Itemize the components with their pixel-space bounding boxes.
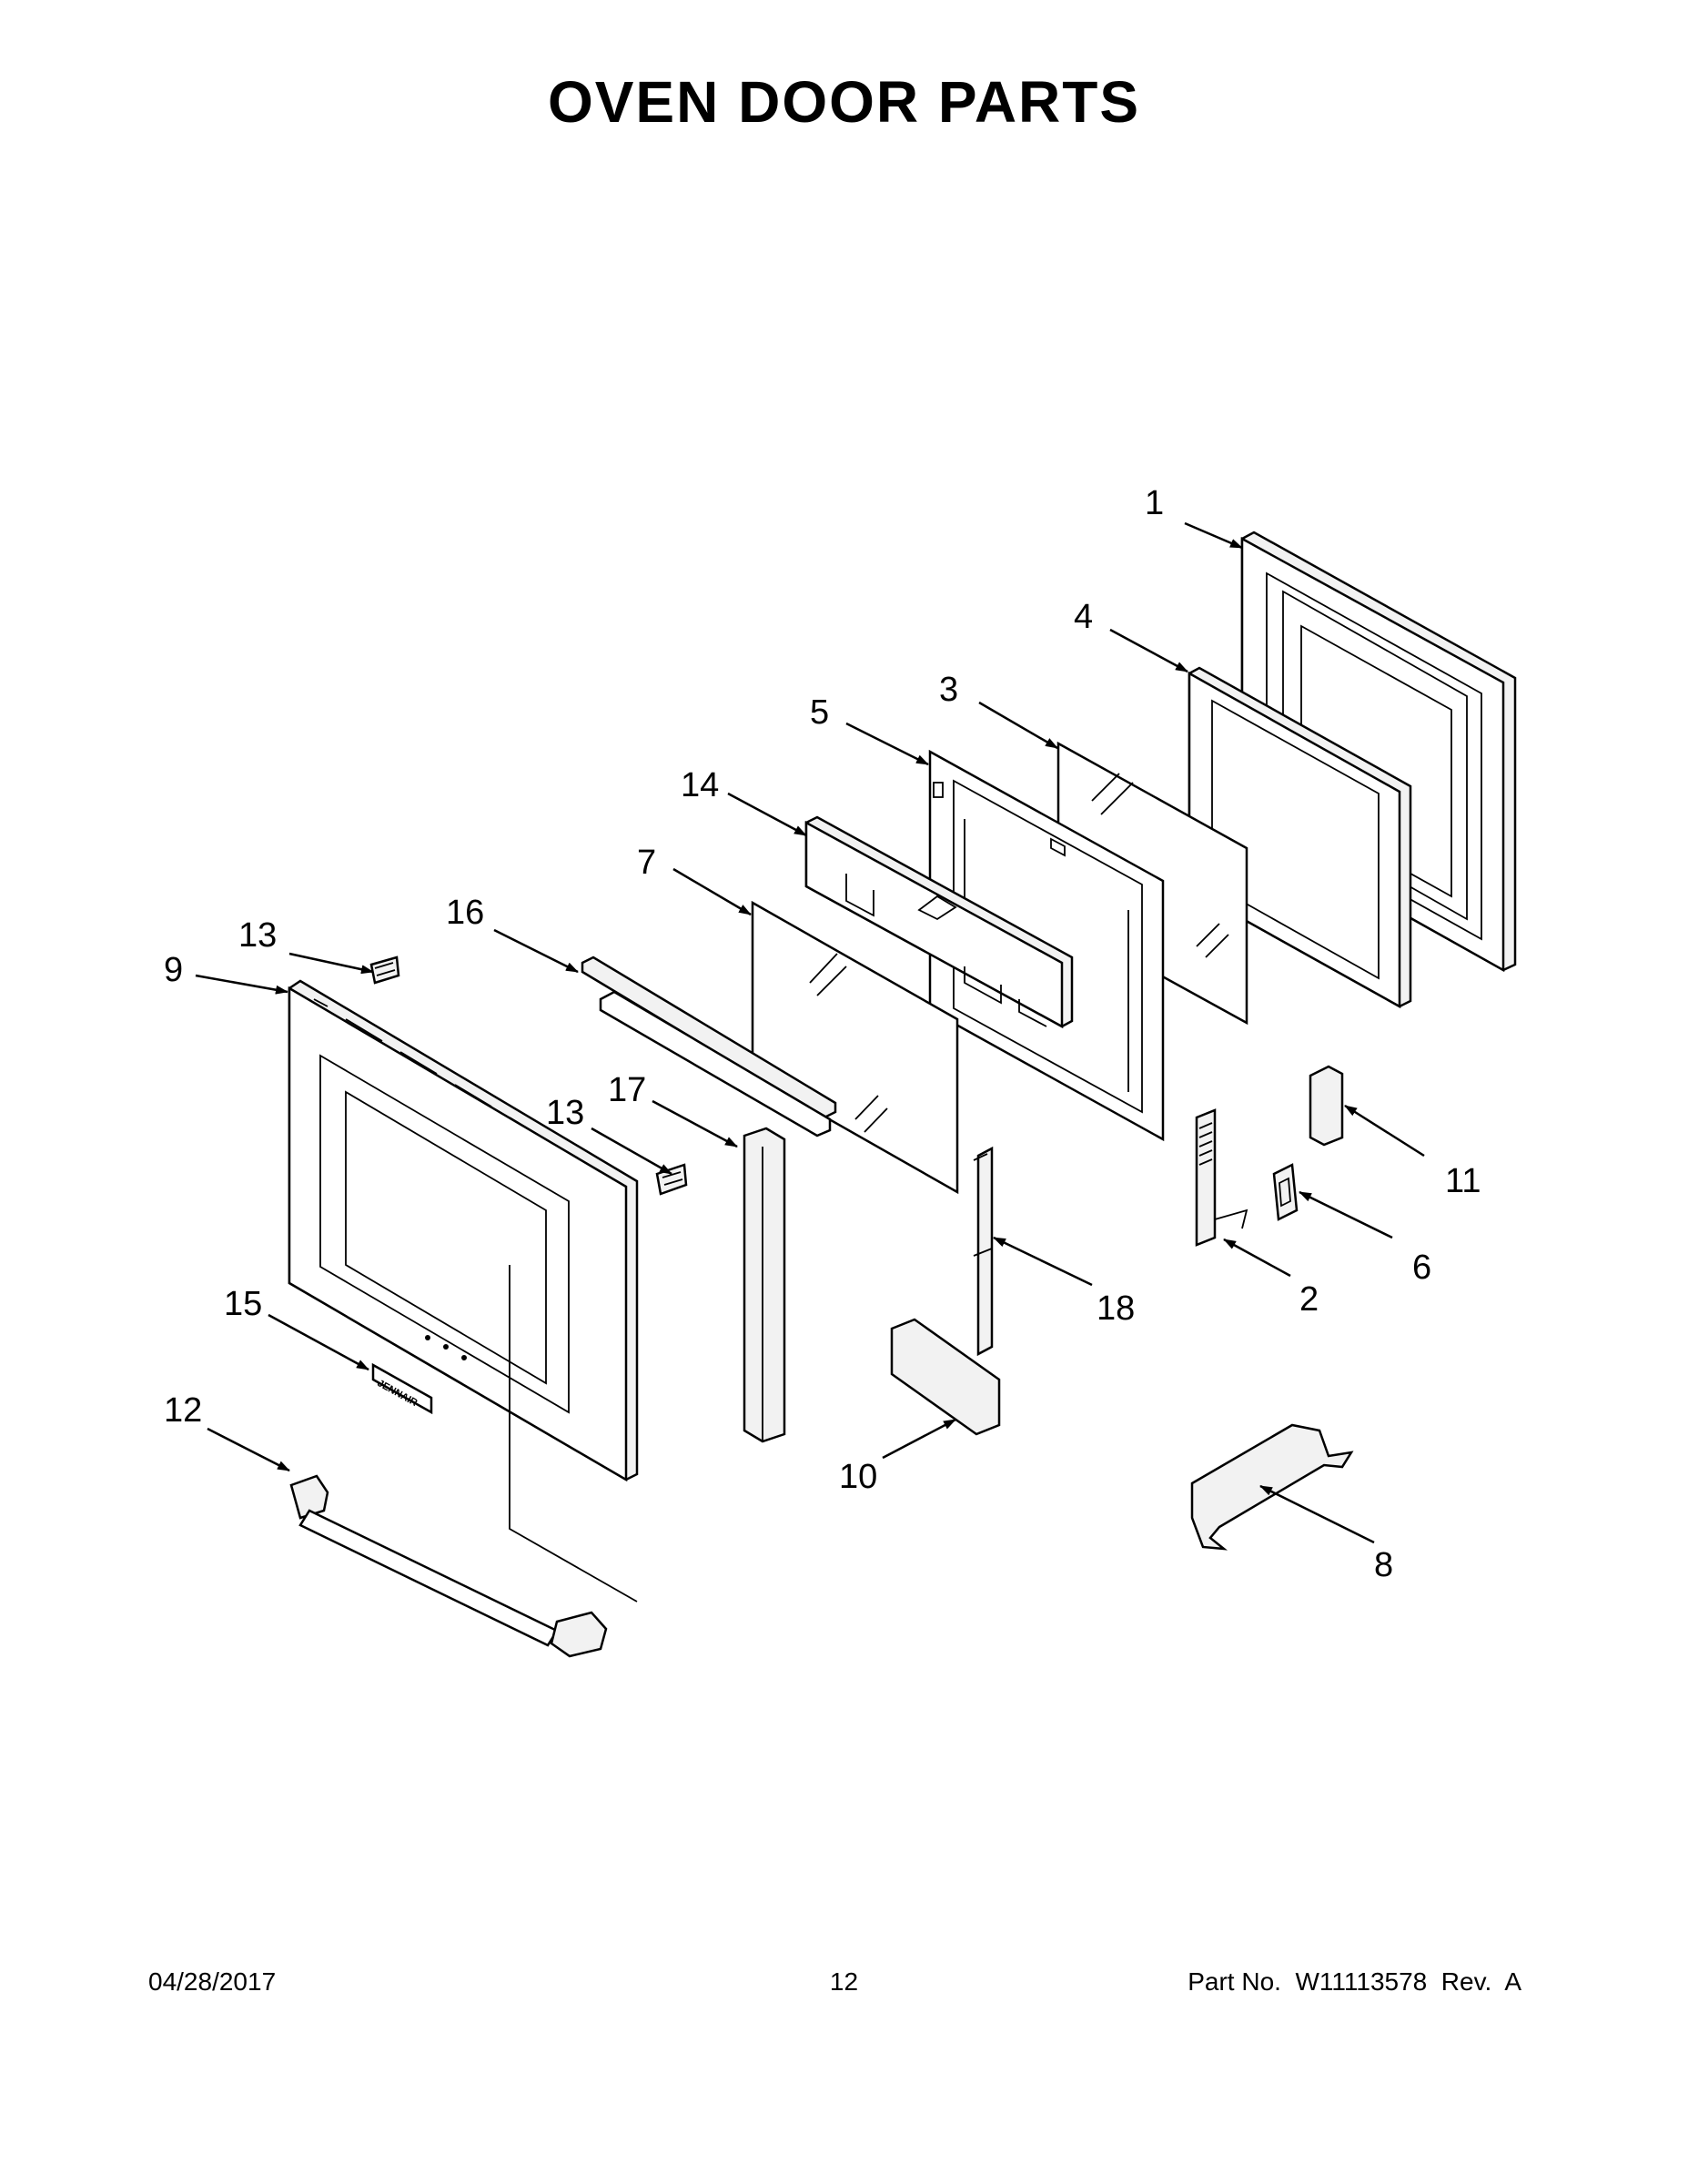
callout-5: 5 [810, 693, 829, 732]
callout-18: 18 [1097, 1289, 1135, 1328]
callout-14: 14 [681, 766, 719, 804]
callout-11: 11 [1445, 1162, 1481, 1200]
part-6-clip [1272, 1163, 1299, 1221]
callout-8: 8 [1374, 1546, 1393, 1584]
leader-lines [195, 521, 1425, 1544]
hidden-line [509, 1265, 638, 1603]
part-12-handle [289, 1474, 608, 1658]
part-9-outer-door-panel [288, 979, 639, 1482]
callout-13-right: 13 [546, 1094, 584, 1132]
part-18-latch-bracket [973, 1146, 994, 1357]
callout-13-left: 13 [238, 916, 277, 955]
callout-7: 7 [637, 844, 656, 882]
callout-9: 9 [164, 951, 183, 989]
part-17-side-trim [743, 1127, 786, 1443]
part-10-bottom-bracket [890, 1318, 1001, 1436]
part-14-heat-shield [804, 815, 1074, 1029]
part-2-hinge [1195, 1108, 1248, 1247]
callout-12: 12 [164, 1391, 202, 1430]
callout-labels: 1 4 3 5 14 7 16 13 9 13 17 15 12 11 6 2 … [164, 484, 1481, 1584]
part-11-bracket [1309, 1065, 1344, 1147]
part-13-screw-left [369, 956, 400, 985]
part-8-support [1190, 1423, 1354, 1551]
callout-16: 16 [446, 894, 484, 932]
page-title: OVEN DOOR PARTS [547, 69, 1141, 135]
footer-page-number: 12 [829, 1967, 859, 1996]
footer-date: 04/28/2017 [148, 1967, 277, 1996]
callout-6: 6 [1412, 1249, 1431, 1287]
callout-1: 1 [1145, 484, 1164, 522]
callout-2: 2 [1299, 1280, 1319, 1319]
part-15-badge: JENNAIR [371, 1362, 433, 1415]
callout-17: 17 [608, 1071, 646, 1109]
part-16-top-trim [581, 956, 837, 1138]
callout-3: 3 [939, 671, 958, 709]
callout-15: 15 [224, 1285, 262, 1323]
callout-4: 4 [1074, 598, 1093, 636]
callout-10: 10 [839, 1458, 877, 1496]
footer-part-number: Part No. W11113578 Rev. A [1188, 1967, 1521, 1996]
part-7-outer-glass [751, 900, 959, 1195]
